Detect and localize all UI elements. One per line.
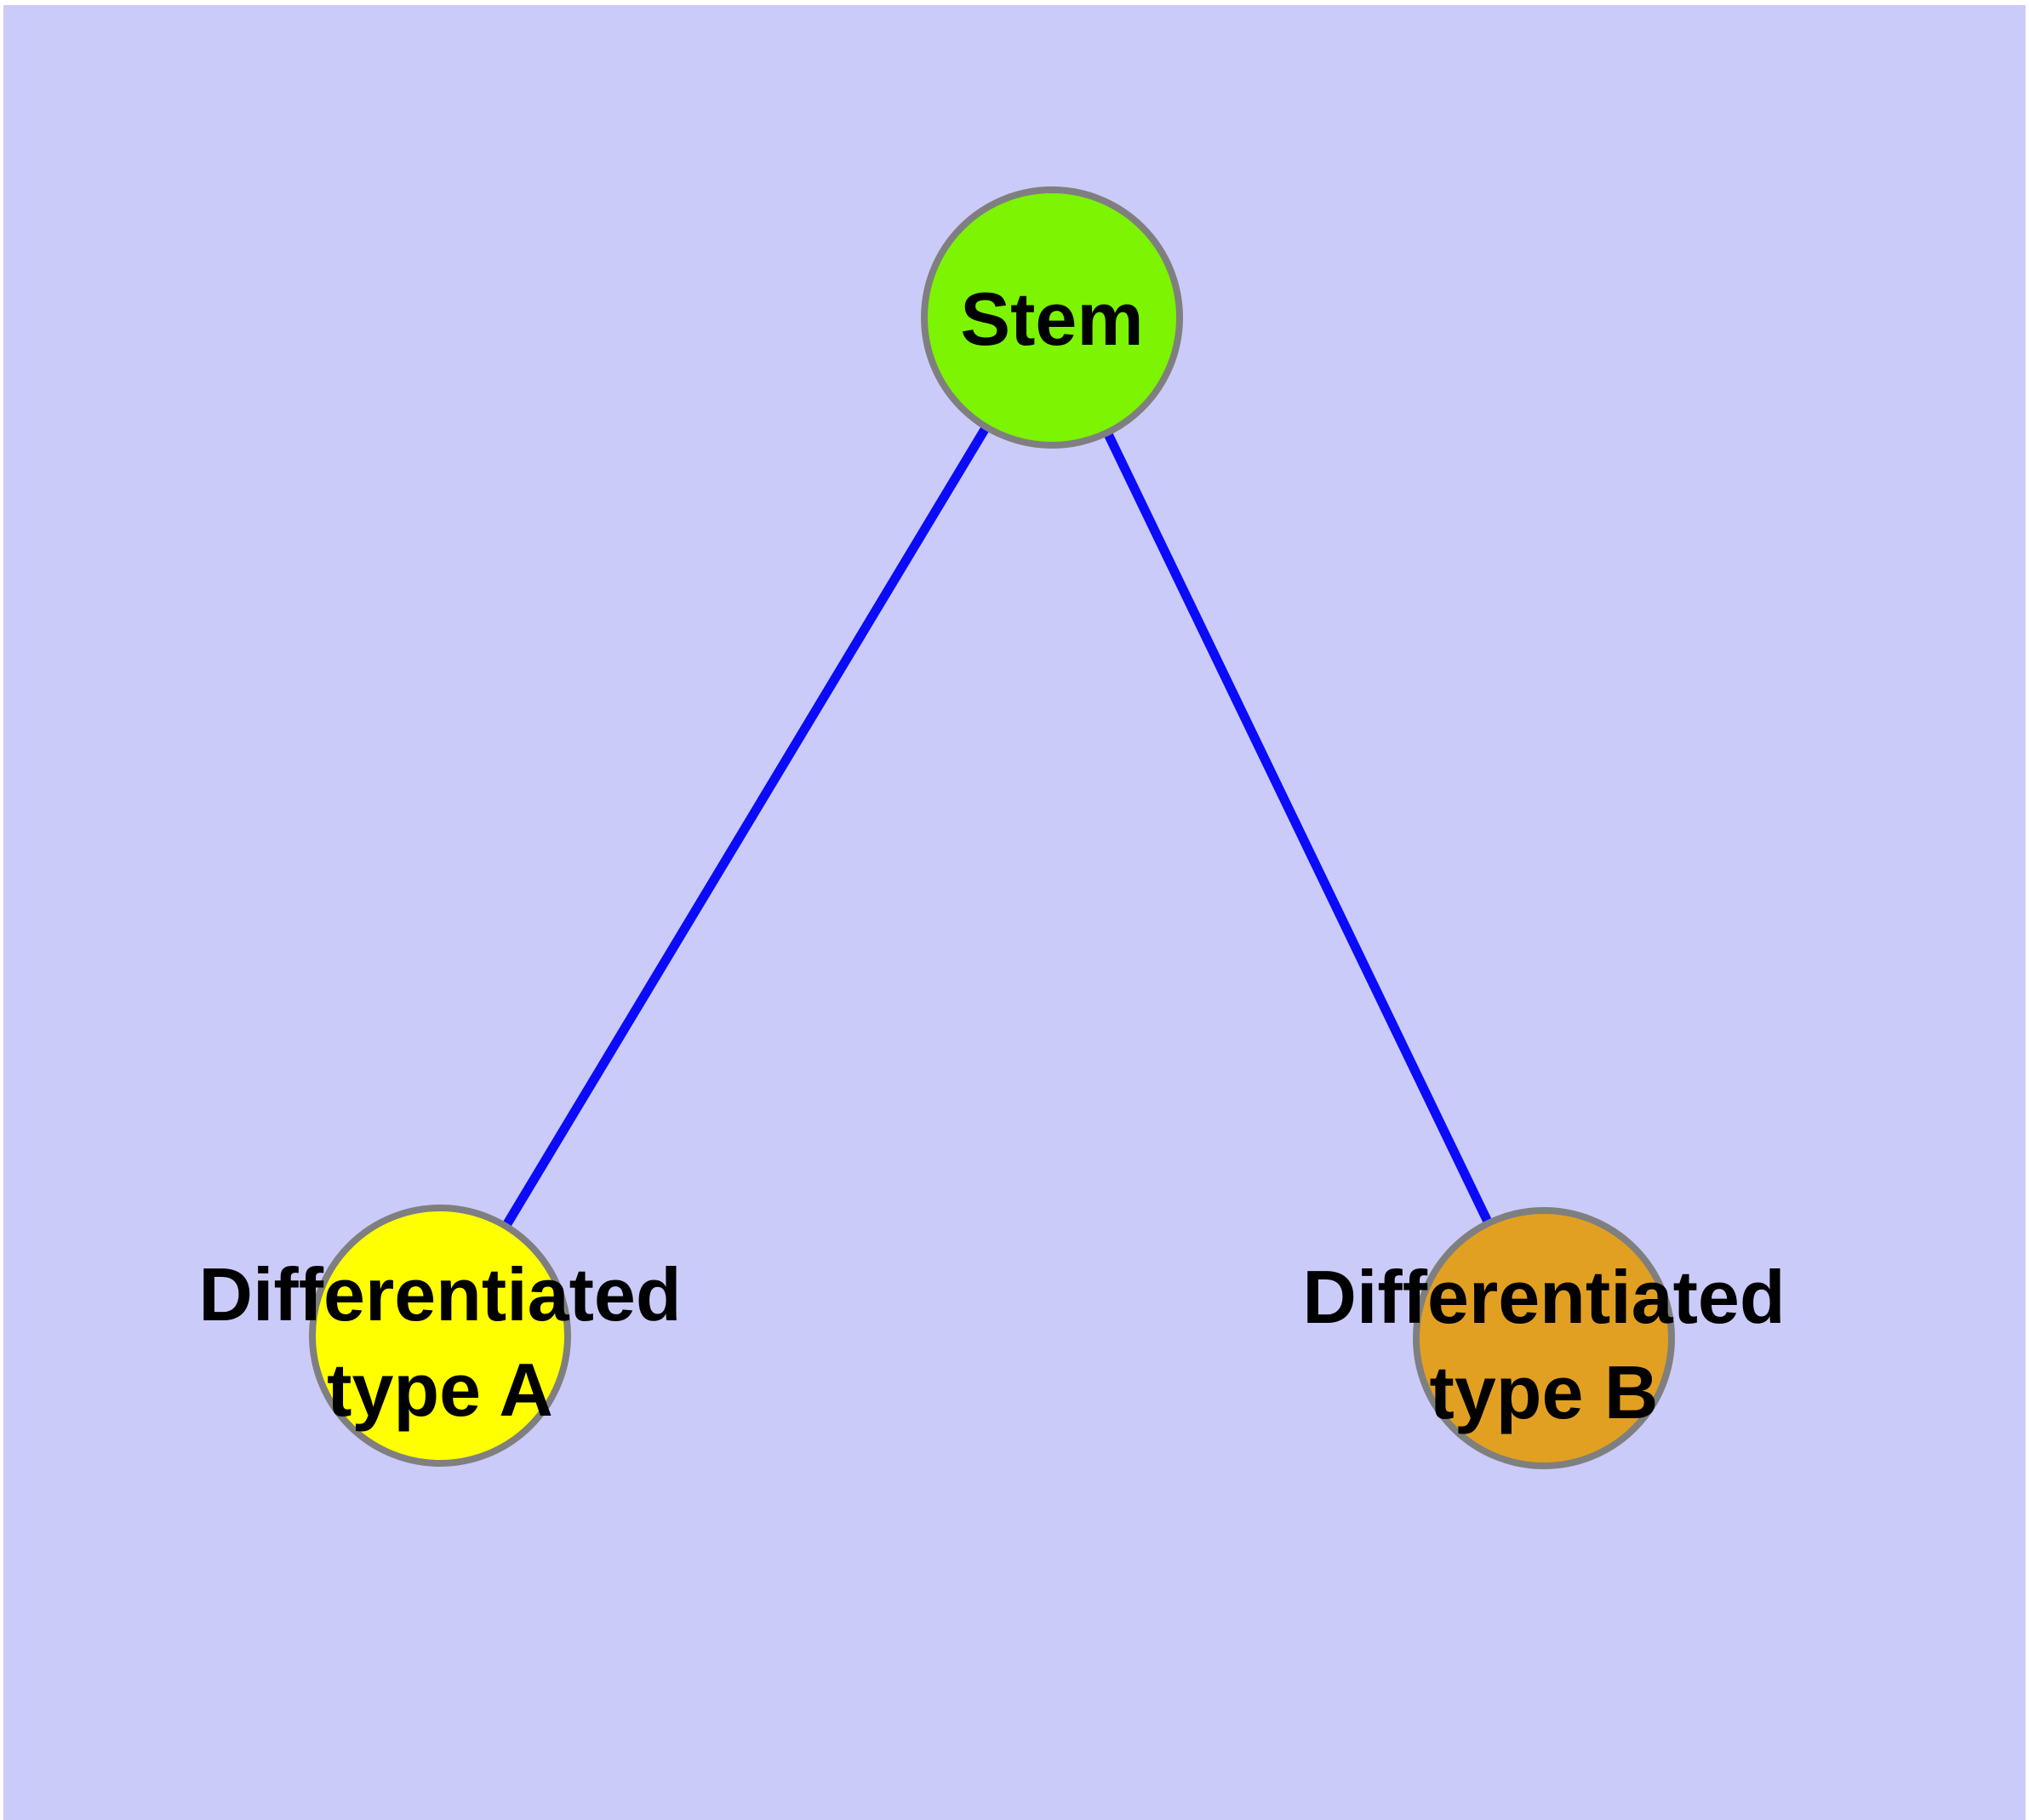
node-label-type-a-line1: Differentiated (198, 1252, 681, 1336)
node-layer (309, 186, 1675, 1469)
node-label-stem: Stem (960, 277, 1143, 361)
edge-layer (436, 315, 1548, 1341)
node-differentiated-type-a (309, 1205, 571, 1467)
edge-stem-to-type-a (436, 315, 1056, 1338)
node-label-type-b-line2: type B (1430, 1350, 1659, 1434)
node-differentiated-type-b (1413, 1207, 1675, 1469)
node-stem (921, 186, 1183, 449)
node-label-type-a-line2: type A (327, 1348, 553, 1432)
edge-stem-to-type-b (1048, 315, 1548, 1341)
node-label-type-b-line1: Differentiated (1302, 1255, 1785, 1339)
label-layer: Stem Differentiated type A Differentiate… (198, 277, 1785, 1434)
